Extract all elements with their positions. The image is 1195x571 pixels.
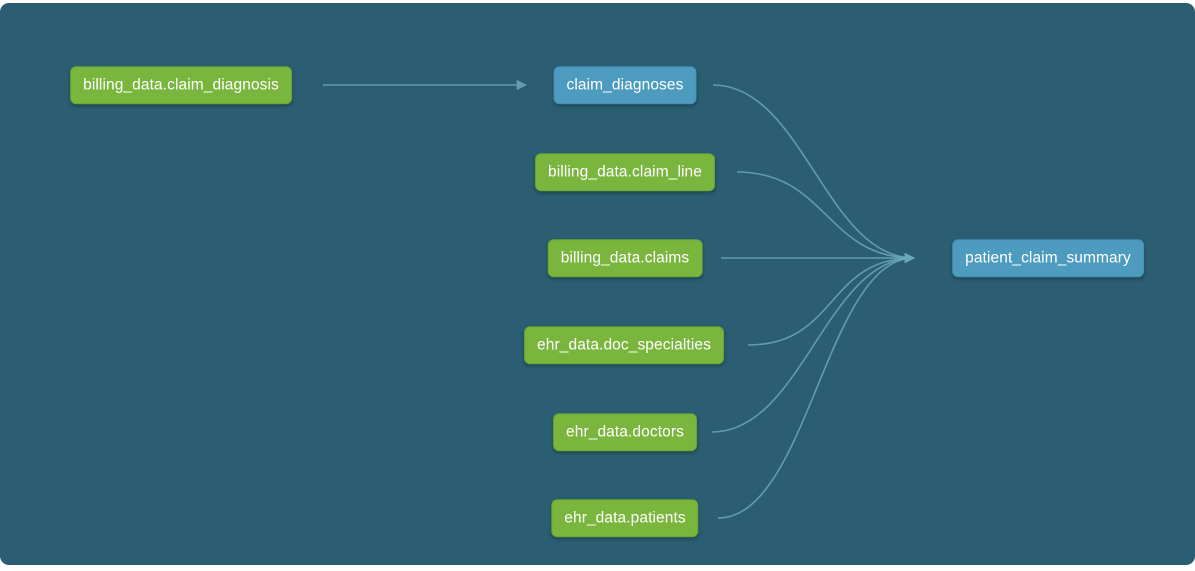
- node-patient_claim_summary[interactable]: patient_claim_summary: [952, 239, 1144, 277]
- edge-doctors-to-summary: [711, 252, 916, 433]
- node-billing_data-claim_diagnosis[interactable]: billing_data.claim_diagnosis: [70, 66, 292, 104]
- node-ehr_data-patients[interactable]: ehr_data.patients: [551, 499, 699, 537]
- node-ehr_data-doctors[interactable]: ehr_data.doctors: [553, 413, 697, 451]
- node-label: ehr_data.patients: [564, 509, 686, 527]
- node-billing_data-claim_line[interactable]: billing_data.claim_line: [535, 153, 715, 191]
- edge-doc_specialties-to-summary: [747, 252, 916, 346]
- edge-patients-to-summary: [717, 252, 916, 519]
- edge-claim_diagnoses-to-summary: [712, 84, 916, 264]
- edge-claim_line-to-summary: [736, 171, 916, 264]
- node-billing_data-claims[interactable]: billing_data.claims: [547, 239, 703, 277]
- lineage-canvas[interactable]: billing_data.claim_diagnosis claim_diagn…: [0, 3, 1195, 565]
- node-label: patient_claim_summary: [965, 249, 1131, 267]
- node-label: claim_diagnoses: [566, 76, 684, 94]
- node-ehr_data-doc_specialties[interactable]: ehr_data.doc_specialties: [524, 326, 724, 364]
- node-label: ehr_data.doc_specialties: [537, 336, 711, 354]
- node-label: ehr_data.doctors: [566, 423, 684, 441]
- node-label: billing_data.claim_line: [548, 163, 702, 181]
- node-label: billing_data.claim_diagnosis: [83, 76, 279, 94]
- node-label: billing_data.claims: [560, 249, 690, 267]
- node-claim_diagnoses[interactable]: claim_diagnoses: [553, 66, 697, 104]
